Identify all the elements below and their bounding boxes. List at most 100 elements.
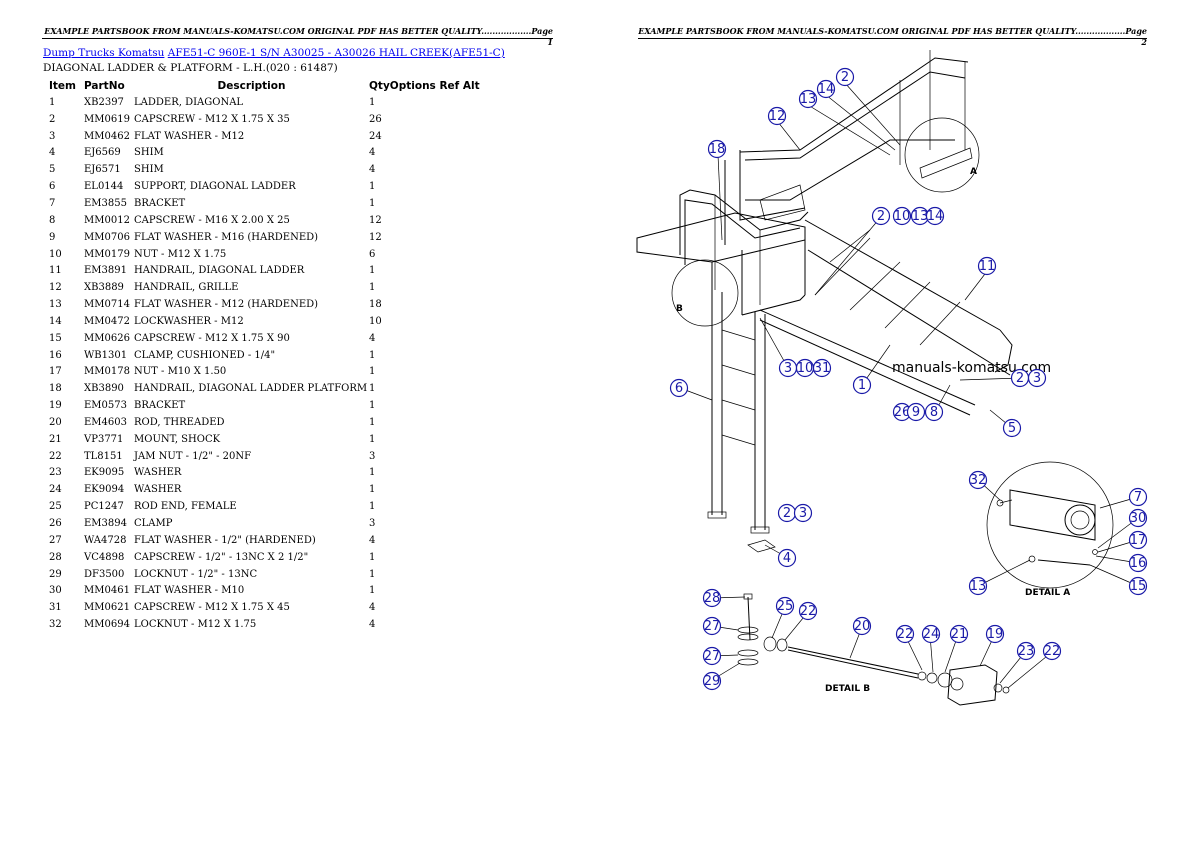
item-cell: 6 [49, 181, 56, 193]
breadcrumb: Dump Trucks Komatsu AFE51-C 960E-1 S/N A… [43, 47, 505, 59]
callout-number: 6 [675, 381, 683, 396]
item-cell: 32 [49, 619, 62, 631]
callout-number: 19 [987, 627, 1004, 642]
qty-cell: 1 [369, 467, 376, 479]
callout-bubble [669, 378, 689, 398]
column-header-qty: Qty [369, 79, 390, 92]
description-cell: LOCKWASHER - M12 [134, 315, 244, 327]
grille-handrail-drawing [739, 50, 969, 221]
description-cell: FLAT WASHER - 1/2" (HARDENED) [134, 534, 316, 546]
callout-bubble [1016, 641, 1036, 661]
item-cell: 11 [49, 265, 62, 277]
partno-cell: EL0144 [84, 181, 124, 193]
callout-number: 25 [777, 599, 794, 614]
callout-number: 12 [769, 109, 786, 124]
item-cell: 3 [49, 130, 56, 142]
callout-bubble [968, 470, 988, 490]
callout-bubble [1128, 553, 1148, 573]
item-cell: 1 [49, 96, 56, 108]
callout-number: 2 [1016, 371, 1024, 386]
partno-cell: EM3891 [84, 265, 127, 277]
callout-bubble [816, 79, 836, 99]
callout-number: 1 [858, 378, 866, 393]
qty-cell: 1 [369, 416, 376, 428]
partno-cell: MM0694 [84, 619, 130, 631]
parts-table: Item PartNo Description Qty Options Ref … [43, 77, 480, 633]
item-cell: 21 [49, 433, 62, 445]
breadcrumb-link-model[interactable]: AFE51-C 960E-1 S/N A30025 - A30026 HAIL … [167, 47, 505, 59]
description-cell: CAPSCREW - M12 X 1.75 X 35 [134, 113, 290, 125]
callout-number: 14 [818, 82, 835, 97]
partno-cell: DF3500 [84, 568, 125, 580]
partno-cell: MM0626 [84, 332, 130, 344]
callout-bubble [775, 596, 795, 616]
page-header-left: EXAMPLE PARTSBOOK FROM MANUALS-KOMATSU.C… [42, 26, 553, 47]
partno-cell: PC1247 [84, 501, 124, 513]
description-cell: FLAT WASHER - M10 [134, 585, 245, 597]
description-cell: LADDER, DIAGONAL [134, 96, 244, 108]
callout-bubble [767, 106, 787, 126]
description-cell: CLAMP [134, 518, 173, 530]
watermark: manuals-komatsu.com [892, 360, 1051, 376]
qty-cell: 24 [369, 130, 382, 142]
callout-number: 7 [1134, 490, 1142, 505]
partno-cell: MM0179 [84, 248, 130, 260]
detail-a-drawing [986, 461, 1114, 589]
item-cell: 28 [49, 551, 62, 563]
description-cell: HANDRAIL, DIAGONAL LADDER [134, 265, 305, 277]
item-cell: 31 [49, 602, 62, 614]
item-cell: 24 [49, 484, 62, 496]
item-cell: 4 [49, 147, 56, 159]
qty-cell: 1 [369, 349, 376, 361]
description-cell: ROD END, FEMALE [134, 501, 237, 513]
callout-bubble [702, 616, 722, 636]
qty-cell: 10 [369, 315, 382, 327]
callout-number: 14 [927, 209, 944, 224]
item-cell: 5 [49, 164, 56, 176]
qty-cell: 1 [369, 400, 376, 412]
callout-bubble [812, 358, 832, 378]
partno-cell: EM4603 [84, 416, 127, 428]
callout-number: 17 [1130, 533, 1147, 548]
callout-number: 2 [877, 209, 885, 224]
callout-number: 4 [783, 551, 791, 566]
partno-cell: MM0178 [84, 366, 130, 378]
description-cell: SUPPORT, DIAGONAL LADDER [134, 181, 296, 193]
vertical-ladder-drawing [707, 290, 776, 553]
callout-bubble [1002, 418, 1022, 438]
callout-number: 27 [704, 619, 721, 634]
detail-a-label: DETAIL A [1025, 588, 1070, 598]
callout-bubble [871, 206, 891, 226]
item-cell: 22 [49, 450, 62, 462]
view-a-label: A [970, 167, 977, 177]
partno-cell: MM0621 [84, 602, 130, 614]
callout-number: 9 [912, 405, 920, 420]
section-title: DIAGONAL LADDER & PLATFORM - L.H.(020 : … [43, 62, 338, 74]
qty-cell: 3 [369, 518, 376, 530]
qty-cell: 26 [369, 113, 382, 125]
description-cell: NUT - M10 X 1.50 [134, 366, 227, 378]
qty-cell: 12 [369, 231, 382, 243]
qty-cell: 18 [369, 299, 382, 311]
item-cell: 14 [49, 315, 62, 327]
callout-number: 18 [709, 142, 726, 157]
platform-drawing [636, 212, 806, 316]
callout-number: 30 [1130, 511, 1147, 526]
breadcrumb-link-dump-trucks[interactable]: Dump Trucks Komatsu [43, 47, 165, 59]
callout-bubble [1128, 487, 1148, 507]
qty-cell: 1 [369, 282, 376, 294]
description-cell: WASHER [134, 467, 182, 479]
item-cell: 29 [49, 568, 62, 580]
